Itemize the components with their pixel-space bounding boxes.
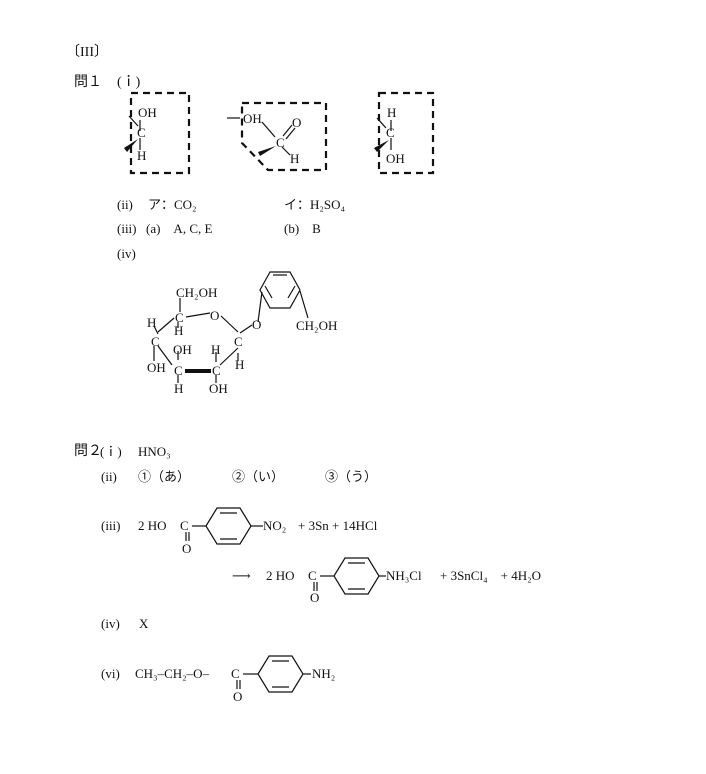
glyco-c5: C — [175, 310, 184, 325]
vi-nh2: NH₂ — [312, 666, 335, 681]
struct2-oh: OH — [243, 111, 262, 126]
q1-ii-b: イ：H₂SO₄ — [284, 197, 346, 212]
section-label: 〔III〕 — [66, 45, 108, 60]
eq-o-2: O — [310, 590, 319, 605]
q2-label: 問２ — [74, 444, 102, 459]
q1-iv-label: (iv) — [117, 246, 136, 261]
eq-nh3cl: NH₃Cl — [386, 568, 422, 583]
glyco-oh-c2bot: OH — [209, 381, 228, 396]
glyco-ring-o: O — [210, 308, 219, 323]
glyco-c3: C — [174, 363, 183, 378]
q2-ii-c: ③（う） — [325, 469, 378, 484]
dashed-box-2 — [240, 101, 328, 172]
glyco-h-c3bot: H — [174, 381, 183, 396]
eq-o-1: O — [182, 541, 191, 556]
eq-rhs-1: + 3Sn + 14HCl — [298, 518, 378, 533]
q1-i-label: (ｉ) — [117, 75, 141, 90]
eq-rhs-2: + 3SnCl₄ + 4H₂O — [440, 568, 541, 583]
q2-i-label: (ｉ) — [100, 444, 122, 459]
struct3-c: C — [386, 125, 395, 140]
struct1-h: H — [137, 148, 146, 163]
eq-arrow: ⟶ — [232, 568, 251, 583]
glyco-c4: C — [151, 334, 160, 349]
q2-i-value: HNO₃ — [138, 444, 171, 459]
struct2-c: C — [276, 135, 285, 150]
q1-iii-label: (iii) — [117, 221, 137, 236]
glyco-oh-c3top: OH — [173, 342, 192, 357]
q1-iii-a: (a) A, C, E — [146, 221, 213, 236]
glyco-h-c5: H — [174, 323, 183, 338]
dashed-box-1 — [129, 91, 191, 175]
glyco-ch2oh-top: CH₂OH — [176, 285, 217, 300]
eq-c-2: C — [308, 568, 317, 583]
q1-ii-a: ア：CO₂ — [148, 197, 197, 212]
glyco-oh-left: OH — [147, 360, 166, 375]
struct3-oh: OH — [386, 151, 405, 166]
eq-c-1: C — [180, 518, 189, 533]
q2-iv-label: (iv) — [101, 616, 120, 631]
struct2-h: H — [290, 151, 299, 166]
vi-prefix: CH₃–CH₂–O– — [135, 666, 210, 681]
eq-coef-1: 2 HO — [138, 518, 167, 533]
q2-ii-label: (ii) — [101, 469, 117, 484]
q2-iv-value: X — [139, 616, 149, 631]
eq-coef-2: 2 HO — [266, 568, 295, 583]
struct1-oh: OH — [138, 105, 157, 120]
eq-no2: NO₂ — [263, 518, 286, 533]
q2-ii-b: ②（い） — [232, 469, 285, 484]
glyco-ch2oh-benz: CH₂OH — [296, 318, 337, 333]
glyco-c1: C — [234, 334, 243, 349]
struct2-o: O — [292, 115, 301, 130]
q2-ii-a: ①（あ） — [138, 469, 191, 484]
glyco-link-o: O — [252, 317, 261, 332]
q1-label: 問１ — [74, 75, 102, 90]
dashed-box-3 — [377, 91, 435, 175]
q1-iii-b: (b) B — [284, 221, 321, 236]
struct1-c: C — [137, 125, 146, 140]
q1-ii-label: (ii) — [117, 197, 133, 212]
glyco-h-c1: H — [235, 357, 244, 372]
q2-vi-label: (vi) — [101, 666, 120, 681]
glyco-c2: C — [212, 363, 221, 378]
vi-c: C — [231, 666, 240, 681]
struct3-h: H — [387, 105, 396, 120]
glyco-h-left: H — [147, 315, 156, 330]
vi-o: O — [233, 689, 242, 704]
glyco-h-c2top: H — [211, 342, 220, 357]
q2-iii-label: (iii) — [101, 518, 121, 533]
